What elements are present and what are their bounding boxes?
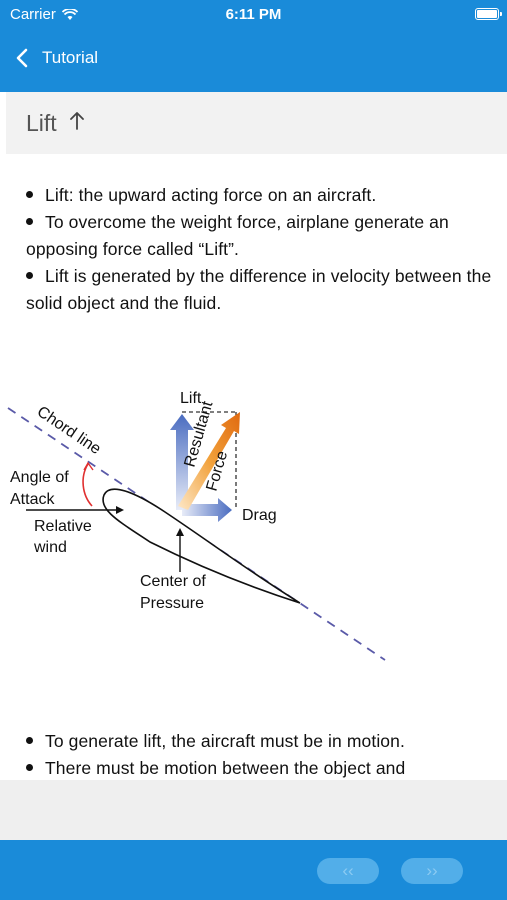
carrier-label: Carrier [10, 6, 56, 23]
lift-arrow [170, 414, 194, 510]
label-chord-line: Chord line [34, 403, 104, 458]
drag-arrow [182, 498, 232, 522]
angle-of-attack-arc [82, 463, 93, 507]
arrow-up-icon [69, 112, 84, 130]
lift-diagram: Chord line Lift Resultant Force Drag Ang… [7, 390, 386, 661]
label-lift: Lift [180, 390, 202, 407]
list-item: Lift is generated by the difference in v… [26, 266, 492, 313]
label-force: Force [204, 449, 232, 493]
bullet-list-top: Lift: the upward acting force on an airc… [26, 182, 496, 317]
chevron-left-icon [16, 48, 28, 68]
back-button[interactable]: Tutorial [16, 48, 98, 68]
bullet-dot [26, 190, 33, 198]
bullet-list-bottom: To generate lift, the aircraft must be i… [26, 728, 496, 780]
section-header: Lift [6, 92, 507, 154]
bullet-dot [26, 271, 33, 279]
bullet-dot [26, 763, 33, 771]
resultant-force-arrow [178, 412, 240, 510]
label-attack: Attack [10, 491, 55, 508]
status-bar: Carrier 6:11 PM [0, 0, 507, 30]
section-title: Lift [26, 109, 57, 136]
list-item: To overcome the weight force, airplane g… [26, 212, 449, 259]
tutorial-content[interactable]: Lift: the upward acting force on an airc… [0, 154, 507, 780]
status-time: 6:11 PM [225, 6, 282, 23]
list-item: There must be motion between the object … [26, 755, 496, 780]
label-center-of: Center of [140, 573, 206, 590]
bullet-dot [26, 736, 33, 744]
previous-page-button[interactable]: ‹‹ [317, 858, 379, 884]
label-relative: Relative [34, 518, 92, 535]
list-item: To generate lift, the aircraft must be i… [26, 728, 496, 755]
nav-bar: Tutorial [0, 30, 507, 92]
back-button-label: Tutorial [42, 48, 99, 67]
carrier-indicator: Carrier [10, 6, 78, 23]
label-pressure: Pressure [140, 595, 204, 612]
bottom-pager-bar: ‹‹ ›› [0, 840, 507, 900]
next-page-button[interactable]: ›› [401, 858, 463, 884]
content-footer-band [0, 780, 507, 840]
label-angle-of: Angle of [10, 469, 69, 486]
label-wind: wind [33, 539, 67, 556]
wifi-icon [61, 8, 78, 20]
list-item: Lift: the upward acting force on an airc… [26, 182, 496, 209]
top-bar: Carrier 6:11 PM Tutorial [0, 0, 507, 92]
label-drag: Drag [242, 507, 277, 524]
bullet-dot [26, 217, 33, 225]
battery-icon [475, 8, 502, 20]
airfoil-shape [102, 488, 301, 604]
